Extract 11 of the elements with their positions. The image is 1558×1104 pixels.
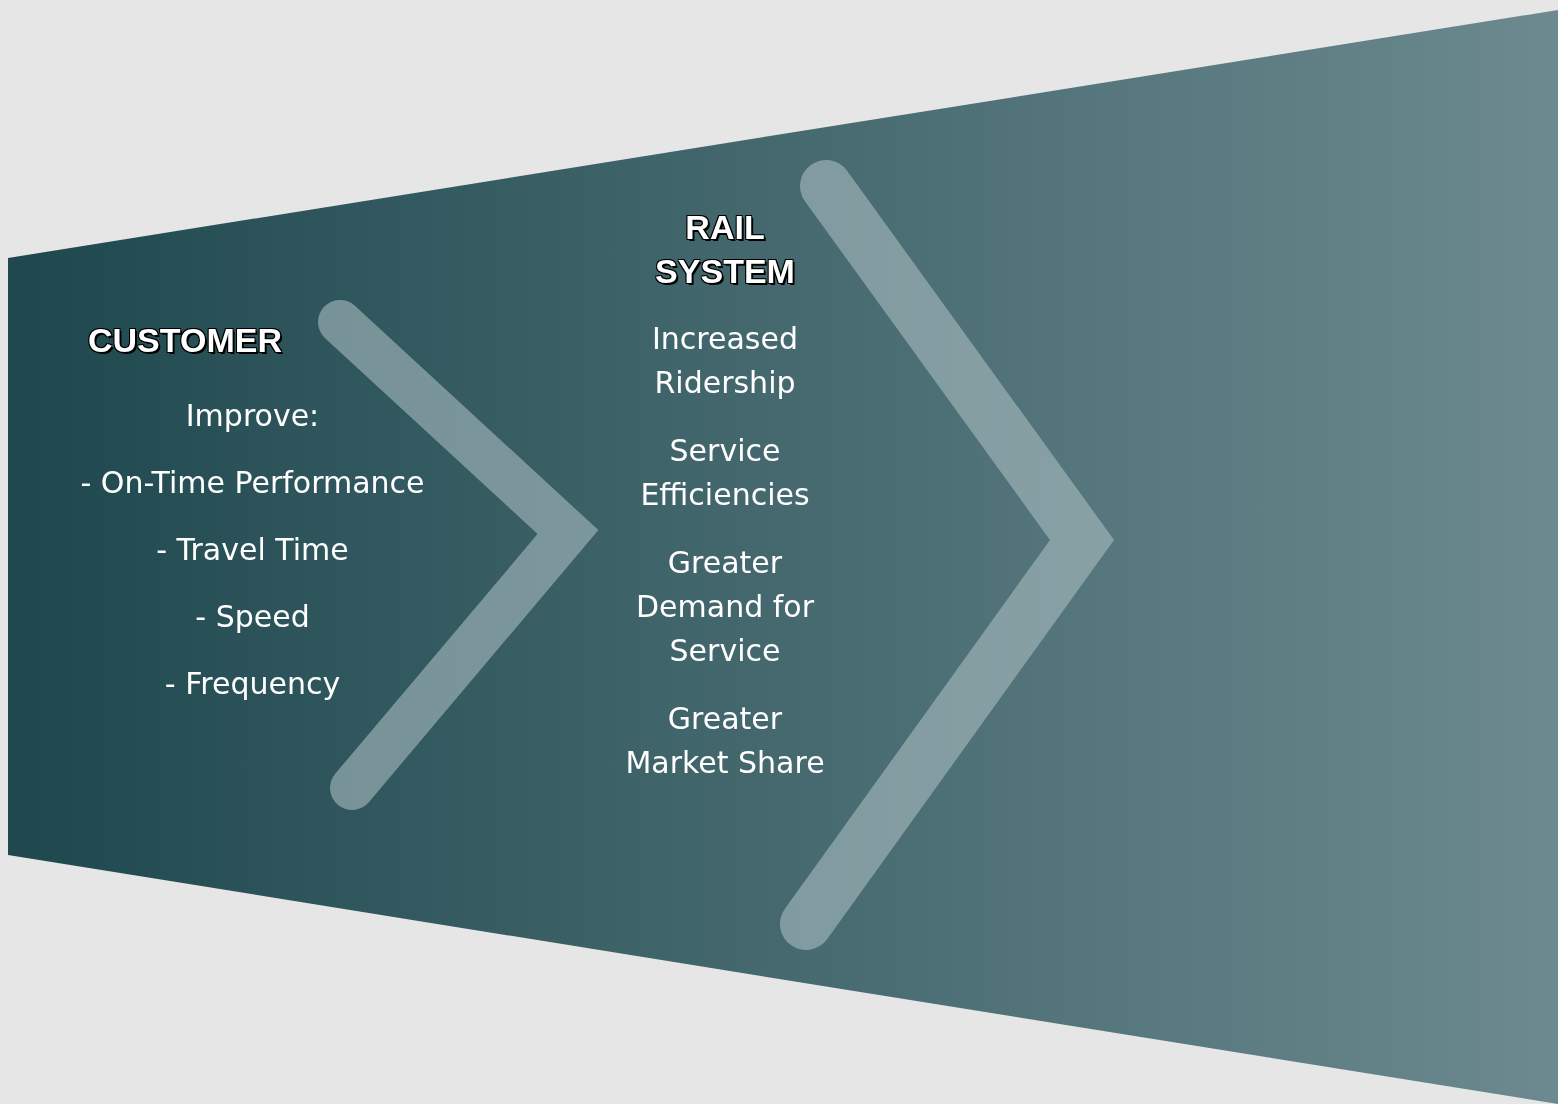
benefit-text: - Speed <box>194 598 311 636</box>
benefit-text: - On-Time Performance <box>79 464 426 502</box>
benefit-text: Improve: <box>184 397 321 435</box>
benefit-text: - Frequency <box>163 665 342 703</box>
benefit-text: - Travel Time <box>155 531 350 569</box>
benefit-text: Greater Market Share <box>625 700 825 782</box>
section-heading: RAIL SYSTEM <box>654 207 796 292</box>
benefit-text: Greater Demand for Service <box>635 544 815 670</box>
benefit-text: Increased Ridership <box>651 320 799 402</box>
benefit-text: Service Efficiencies <box>639 432 811 514</box>
section-heading: CUSTOMER <box>87 320 283 361</box>
